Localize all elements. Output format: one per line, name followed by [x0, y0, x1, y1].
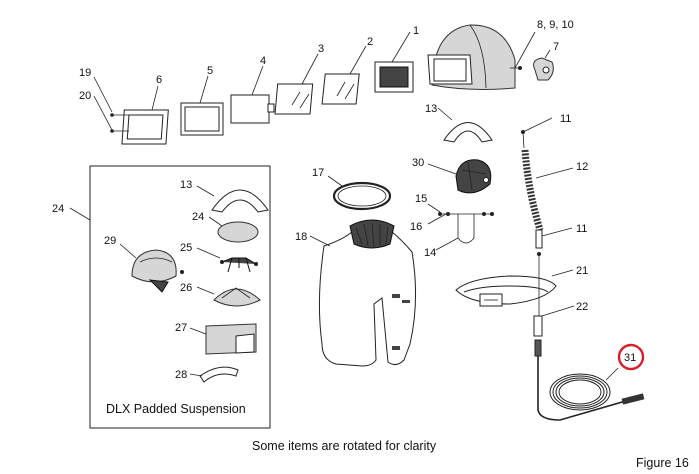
label-22: 22 [576, 301, 588, 313]
label-14: 14 [424, 247, 436, 259]
part-18-cape [318, 219, 417, 367]
helmet [427, 24, 516, 90]
part-4-lens-tab [230, 94, 275, 124]
label-30: 30 [412, 157, 424, 169]
part-3-clear-lens [274, 83, 314, 115]
label-29: 29 [104, 235, 116, 247]
inset-part-28-band [199, 366, 239, 383]
part-11-fitting [535, 229, 543, 256]
label-27: 27 [175, 322, 187, 334]
part-7-knob [533, 57, 554, 81]
inset-part-25-suspension [220, 257, 258, 273]
label-1: 1 [413, 25, 419, 37]
label-3: 3 [318, 43, 324, 55]
part-31-hose [537, 356, 645, 421]
part-14-bracket [438, 212, 494, 244]
label-24-inset: 24 [192, 211, 204, 223]
figure-label: Figure 16 [636, 456, 689, 470]
label-12: 12 [576, 161, 588, 173]
label-4: 4 [260, 55, 266, 67]
label-15: 15 [415, 193, 427, 205]
part-13-headband [443, 122, 493, 143]
label-13: 13 [425, 103, 437, 115]
label-26: 26 [180, 282, 192, 294]
inset-part-13-headband [211, 189, 269, 213]
label-18: 18 [295, 231, 307, 243]
label-2: 2 [367, 36, 373, 48]
label-28: 28 [175, 369, 187, 381]
label-21: 21 [576, 265, 588, 277]
part-31-highlight-circle [617, 343, 645, 371]
inset-title: DLX Padded Suspension [106, 402, 246, 416]
inset-box [89, 165, 271, 429]
label-25: 25 [180, 242, 192, 254]
part-30-suspension [455, 159, 492, 194]
label-5: 5 [207, 65, 213, 77]
label-8-9-10: 8, 9, 10 [537, 19, 574, 31]
diagram-caption: Some items are rotated for clarity [252, 439, 437, 453]
label-6: 6 [156, 74, 162, 86]
label-17: 17 [312, 167, 324, 179]
label-11-bottom: 11 [576, 223, 587, 235]
label-19: 19 [79, 67, 91, 79]
part-22-coupler [533, 315, 543, 357]
label-20: 20 [79, 90, 91, 102]
label-7: 7 [553, 41, 559, 53]
label-16: 16 [410, 221, 422, 233]
inset-part-24-pad [217, 221, 259, 243]
label-11-top: 11 [560, 113, 571, 125]
label-13-inset: 13 [180, 179, 192, 191]
part-17-collar [332, 181, 392, 211]
part-2-clear-lens [321, 73, 360, 105]
label-31: 31 [624, 352, 636, 364]
inset-part-26-dome-pad [213, 287, 261, 307]
inset-part-27-sweatband [205, 323, 257, 355]
part-6-lens-frame [110, 109, 169, 145]
inset-part-29-cap [131, 249, 184, 293]
label-24-outer: 24 [52, 203, 64, 215]
part-21-belt [455, 275, 557, 307]
part-12-breathing-tube [521, 130, 544, 232]
